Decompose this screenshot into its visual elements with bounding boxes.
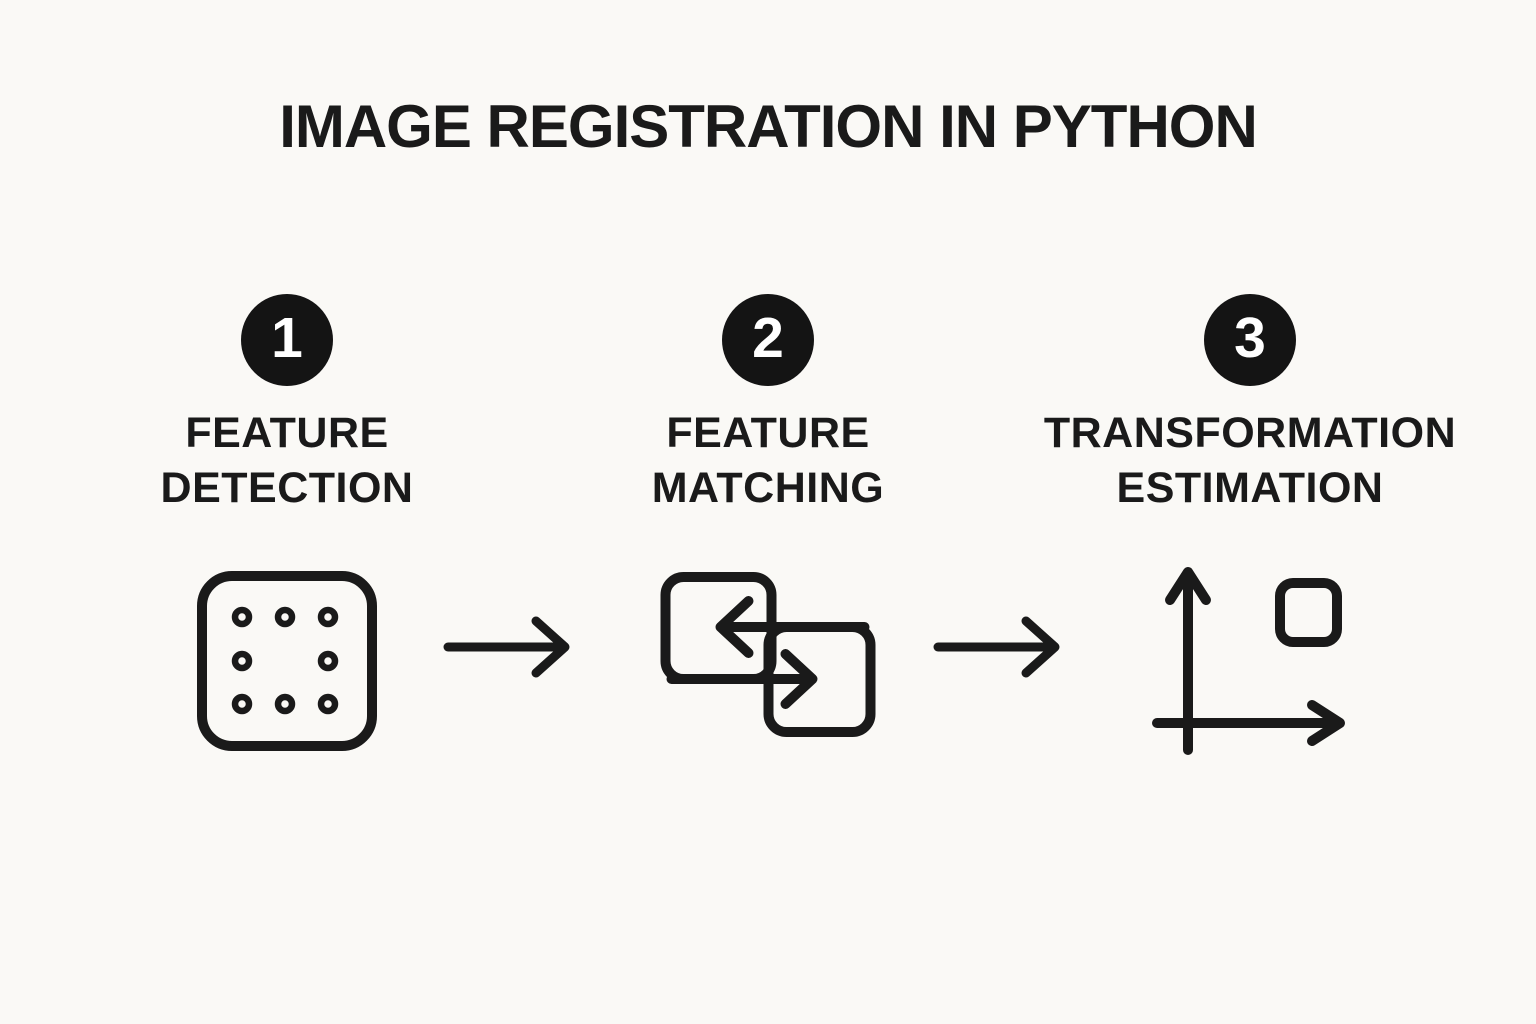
step-label-line-2: MATCHING (651, 464, 885, 512)
step-feature-matching: 2 FEATURE MATCHING (568, 294, 968, 774)
coordinate-axes-icon (1150, 560, 1350, 755)
page-title: IMAGE REGISTRATION IN PYTHON (279, 93, 1258, 160)
step-feature-detection: 1 FEATURE DETECTION (87, 294, 487, 774)
right-arrow-icon (933, 613, 1063, 681)
feature-grid-icon (197, 571, 377, 751)
step-label-line-1: FEATURE (666, 409, 870, 457)
step-label-line-2: DETECTION (160, 464, 414, 512)
step-label: TRANSFORMATION ESTIMATION (1030, 406, 1470, 516)
matching-squares-icon (660, 572, 876, 737)
step-number-badge: 3 (1204, 294, 1296, 386)
step-number-badge: 2 (722, 294, 814, 386)
right-arrow-icon (443, 613, 573, 681)
step-label-line-1: TRANSFORMATION (1043, 409, 1457, 457)
step-label: FEATURE DETECTION (87, 406, 487, 516)
step-transformation-estimation: 3 TRANSFORMATION ESTIMATION (1030, 294, 1470, 774)
step-label-line-2: ESTIMATION (1116, 464, 1384, 512)
step-number-badge: 1 (241, 294, 333, 386)
step-label: FEATURE MATCHING (568, 406, 968, 516)
step-label-line-1: FEATURE (185, 409, 389, 457)
